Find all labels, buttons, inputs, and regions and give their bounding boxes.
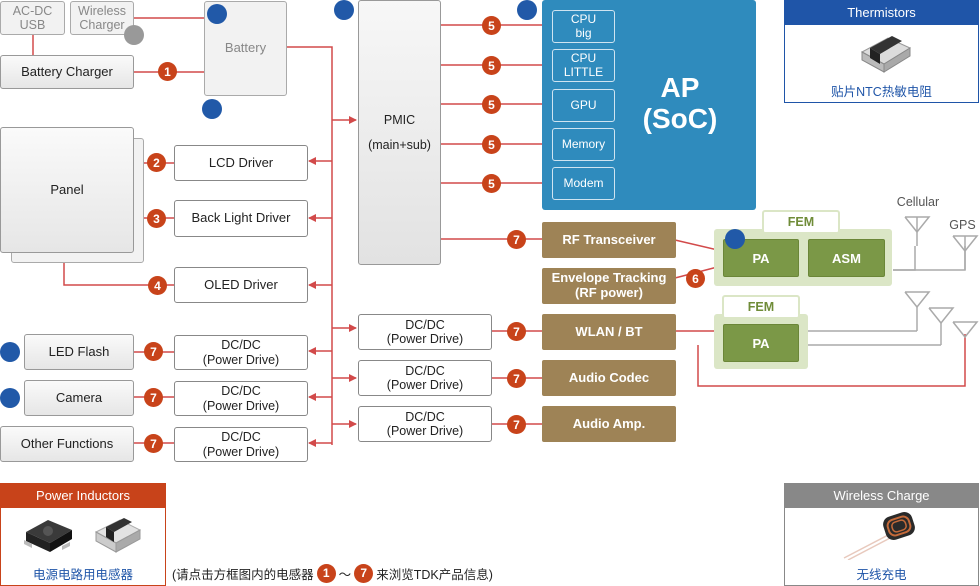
- dcdc-audio-amp-box[interactable]: DC/DC (Power Drive): [358, 406, 492, 442]
- marker-7-rf-transceiver[interactable]: 7: [507, 230, 526, 249]
- acdc-usb-box[interactable]: AC-DC USB: [0, 1, 65, 35]
- power-inductors-caption[interactable]: 电源电路用电感器: [32, 568, 133, 582]
- dcdc-audio-codec-box[interactable]: DC/DC (Power Drive): [358, 360, 492, 396]
- rf-transceiver-box[interactable]: RF Transceiver: [542, 222, 676, 258]
- camera-marker-dot[interactable]: [0, 388, 20, 408]
- pmic-marker-dot[interactable]: [334, 0, 354, 20]
- other-functions-box[interactable]: Other Functions: [0, 426, 134, 462]
- marker-7-led-flash[interactable]: 7: [144, 342, 163, 361]
- lcd-driver-box[interactable]: LCD Driver: [174, 145, 308, 181]
- ntc-thermistor-icon[interactable]: [858, 30, 914, 74]
- audio-codec-box[interactable]: Audio Codec: [542, 360, 676, 396]
- dcdc-other-box[interactable]: DC/DC (Power Drive): [174, 427, 308, 462]
- memory-block[interactable]: Memory: [552, 128, 615, 161]
- thermistors-caption[interactable]: 贴片NTC热敏电阻: [831, 85, 932, 99]
- led-flash-marker-dot[interactable]: [0, 342, 20, 362]
- dcdc-led-flash-box[interactable]: DC/DC (Power Drive): [174, 335, 308, 370]
- audio-amp-box[interactable]: Audio Amp.: [542, 406, 676, 442]
- led-flash-box[interactable]: LED Flash: [24, 334, 134, 370]
- marker-7-other[interactable]: 7: [144, 434, 163, 453]
- marker-7-camera[interactable]: 7: [144, 388, 163, 407]
- pmic-sub: (main+sub): [368, 137, 431, 152]
- footnote: (请点击方框图内的电感器 1 ～ 7 来浏览TDK产品信息): [172, 563, 493, 583]
- wireless-charger-marker-dot[interactable]: [124, 25, 144, 45]
- power-inductor-dark-icon[interactable]: [22, 512, 76, 558]
- marker-5-cpu-little[interactable]: 5: [482, 56, 501, 75]
- battery-bottom-marker-dot[interactable]: [202, 99, 222, 119]
- power-inductors-title: Power Inductors: [0, 483, 166, 508]
- marker-7-audio-codec[interactable]: 7: [507, 369, 526, 388]
- gps-label: GPS: [949, 217, 976, 232]
- panel-box[interactable]: Panel: [0, 127, 134, 253]
- footnote-marker-7: 7: [354, 563, 374, 583]
- wireless-charge-title: Wireless Charge: [784, 483, 979, 508]
- cpu-little-block[interactable]: CPU LITTLE: [552, 49, 615, 82]
- dcdc-wlan-box[interactable]: DC/DC (Power Drive): [358, 314, 492, 350]
- ap-title-text: AP: [660, 72, 700, 104]
- footnote-suffix: 来浏览TDK产品信息): [376, 567, 493, 582]
- wlan-bt-box[interactable]: WLAN / BT: [542, 314, 676, 350]
- ap-subtitle-text: (SoC): [642, 103, 718, 134]
- wireless-charge-coil-icon[interactable]: [838, 508, 928, 560]
- pmic-name: PMIC: [383, 113, 416, 128]
- backlight-driver-box[interactable]: Back Light Driver: [174, 200, 308, 237]
- battery-marker-dot[interactable]: [207, 4, 227, 24]
- footnote-prefix: (请点击方框图内的电感器: [172, 567, 314, 582]
- pmic-box[interactable]: PMIC (main+sub): [358, 0, 441, 265]
- cellular-label: Cellular: [896, 194, 940, 209]
- fem-cellular-label: FEM: [762, 210, 840, 234]
- pa-wlan-block[interactable]: PA: [723, 324, 799, 362]
- gpu-block[interactable]: GPU: [552, 89, 615, 122]
- marker-5-cpu-big[interactable]: 5: [482, 16, 501, 35]
- battery-charger-box[interactable]: Battery Charger: [0, 55, 134, 89]
- wireless-charger-box[interactable]: Wireless Charger: [70, 1, 134, 35]
- marker-6-envelope[interactable]: 6: [686, 269, 705, 288]
- footnote-tilde: ～: [338, 567, 352, 582]
- marker-1-battery-charger[interactable]: 1: [158, 62, 177, 81]
- wireless-charge-caption[interactable]: 无线充电: [856, 568, 907, 582]
- marker-2-lcd[interactable]: 2: [147, 153, 166, 172]
- marker-5-memory[interactable]: 5: [482, 135, 501, 154]
- thermistors-title: Thermistors: [784, 0, 979, 25]
- modem-block[interactable]: Modem: [552, 167, 615, 200]
- marker-7-audio-amp[interactable]: 7: [507, 415, 526, 434]
- marker-5-gpu[interactable]: 5: [482, 95, 501, 114]
- ap-marker-dot[interactable]: [517, 0, 537, 20]
- dcdc-camera-box[interactable]: DC/DC (Power Drive): [174, 381, 308, 416]
- asm-block[interactable]: ASM: [808, 239, 885, 277]
- envelope-tracking-box[interactable]: Envelope Tracking (RF power): [542, 268, 676, 304]
- marker-7-wlan[interactable]: 7: [507, 322, 526, 341]
- power-inductor-chip-icon[interactable]: [92, 512, 144, 556]
- cpu-big-block[interactable]: CPU big: [552, 10, 615, 43]
- marker-5-modem[interactable]: 5: [482, 174, 501, 193]
- fem-marker-dot[interactable]: [725, 229, 745, 249]
- fem-wlan-label: FEM: [722, 295, 800, 319]
- footnote-marker-1: 1: [316, 563, 336, 583]
- oled-driver-box[interactable]: OLED Driver: [174, 267, 308, 303]
- ap-title: AP (SoC): [630, 66, 730, 142]
- marker-4-oled[interactable]: 4: [148, 276, 167, 295]
- marker-3-backlight[interactable]: 3: [147, 209, 166, 228]
- camera-box[interactable]: Camera: [24, 380, 134, 416]
